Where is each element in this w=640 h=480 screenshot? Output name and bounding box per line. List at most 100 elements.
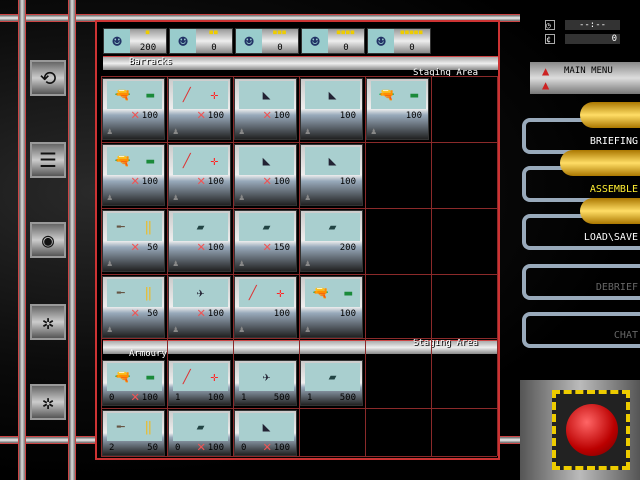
barracks-item-cell[interactable]: ╾‖50✕♟ bbox=[102, 210, 165, 272]
barracks-item-cell[interactable]: ▰150✕♟ bbox=[234, 210, 297, 272]
agent-slot[interactable]: ☻■■■0 bbox=[235, 28, 299, 54]
credits-icon: ¢ bbox=[545, 34, 555, 44]
item-picture: ◣ bbox=[305, 81, 360, 109]
unavailable-x-icon: ✕ bbox=[263, 173, 272, 189]
unavailable-x-icon: ✕ bbox=[131, 305, 140, 321]
agent-slot-icon: ♟ bbox=[239, 259, 245, 269]
grid-line bbox=[233, 76, 234, 456]
vehicle-icon: ◣ bbox=[262, 153, 271, 169]
grid-line bbox=[431, 76, 432, 456]
item-picture: ▰ bbox=[305, 213, 360, 241]
barracks-item-cell[interactable]: ✈100✕♟ bbox=[168, 276, 231, 338]
tool-button-2[interactable]: ☰ bbox=[30, 142, 66, 178]
item-cost: 100 bbox=[207, 177, 224, 187]
menu-item-assemble[interactable]: ASSEMBLE bbox=[589, 184, 638, 195]
barracks-item-cell[interactable]: 🔫▬100✕♟ bbox=[102, 144, 165, 206]
tool-button-5[interactable]: ✲ bbox=[30, 384, 66, 420]
tool-button-3[interactable]: ◉ bbox=[30, 222, 66, 258]
clock-icon: ◷ bbox=[545, 20, 555, 30]
laser-icon: ╱ bbox=[182, 369, 191, 385]
vehicle-icon: ◣ bbox=[262, 419, 271, 435]
target-icon: ✛ bbox=[210, 369, 219, 385]
item-picture: ▰ bbox=[173, 413, 228, 441]
agent-slot[interactable]: ☻■■■■■0 bbox=[367, 28, 431, 54]
agent-slot[interactable]: ☻■200 bbox=[103, 28, 167, 54]
item-picture: ╾‖ bbox=[107, 413, 162, 441]
barracks-item-cell[interactable]: ╾‖50✕♟ bbox=[102, 276, 165, 338]
bullet-icon bbox=[580, 102, 640, 128]
barracks-item-cell[interactable]: 🔫▬100♟ bbox=[366, 78, 429, 140]
barracks-item-cell[interactable]: ▰100✕♟ bbox=[168, 210, 231, 272]
agent-slot[interactable]: ☻■■■■0 bbox=[301, 28, 365, 54]
menu-item-briefing[interactable]: BRIEFING bbox=[589, 136, 638, 147]
item-cost: 100 bbox=[207, 309, 224, 319]
equipment-panel: ☻■200☻■■0☻■■■0☻■■■■0☻■■■■■0 Barracks Sta… bbox=[95, 20, 500, 460]
barracks-item-cell[interactable]: ◣100♟ bbox=[300, 78, 363, 140]
up-arrow-icon-2: ▲ bbox=[542, 78, 550, 92]
item-cost: 100 bbox=[141, 393, 158, 403]
agent-slot-icon: ♟ bbox=[107, 325, 113, 335]
tool-button-4[interactable]: ✲ bbox=[30, 304, 66, 340]
agent-info: ■■■■■0 bbox=[394, 29, 430, 53]
item-cost: 100 bbox=[141, 177, 158, 187]
barracks-item-cell[interactable]: ◣100✕♟ bbox=[234, 144, 297, 206]
barracks-item-cell[interactable]: ╱✛100✕♟ bbox=[168, 78, 231, 140]
agent-slot-icon: ♟ bbox=[239, 127, 245, 137]
agent-slot-icon: ♟ bbox=[107, 193, 113, 203]
barracks-item-cell[interactable]: ▰200♟ bbox=[300, 210, 363, 272]
item-cost: 100 bbox=[273, 309, 290, 319]
rank-stars: ■■■■ bbox=[336, 29, 356, 36]
armoury-header: Staging Area Armoury bbox=[103, 338, 498, 359]
item-picture: 🔫▬ bbox=[107, 81, 162, 109]
unavailable-x-icon: ✕ bbox=[131, 389, 140, 405]
grid-line bbox=[101, 274, 497, 275]
item-cost: 100 bbox=[339, 177, 356, 187]
agent-slot[interactable]: ☻■■0 bbox=[169, 28, 233, 54]
unavailable-x-icon: ✕ bbox=[197, 439, 206, 455]
grid-line bbox=[101, 76, 497, 77]
end-turn-panel bbox=[520, 380, 640, 480]
unavailable-x-icon: ✕ bbox=[197, 173, 206, 189]
left-rail bbox=[18, 0, 26, 480]
item-picture: ◣ bbox=[239, 413, 294, 441]
red-action-button[interactable] bbox=[566, 404, 618, 456]
barracks-item-cell[interactable]: 🔫▬100✕♟ bbox=[102, 78, 165, 140]
menu-item-loadsave[interactable]: LOAD\SAVE bbox=[583, 232, 638, 243]
item-picture: ╱✛ bbox=[239, 279, 294, 307]
tank-icon: ▰ bbox=[262, 219, 271, 235]
barracks-item-cell[interactable]: ◣100♟ bbox=[300, 144, 363, 206]
vehicle-icon: ◣ bbox=[262, 87, 271, 103]
gun-icon: 🔫 bbox=[378, 87, 395, 103]
barracks-item-cell[interactable]: ╱✛100✕♟ bbox=[168, 144, 231, 206]
item-picture: ◣ bbox=[305, 147, 360, 175]
barracks-item-cell[interactable]: 🔫▬100♟ bbox=[300, 276, 363, 338]
barracks-item-cell[interactable]: ◣100✕♟ bbox=[234, 78, 297, 140]
main-menu-button[interactable]: ▲ MAIN MENU ▲ bbox=[530, 62, 640, 94]
tank-icon: ▰ bbox=[328, 369, 337, 385]
rank-stars: ■■■ bbox=[273, 29, 287, 36]
item-cost: 50 bbox=[147, 309, 158, 319]
menu-item-debrief[interactable]: DEBRIEF bbox=[595, 282, 638, 293]
item-picture: ◣ bbox=[239, 147, 294, 175]
agent-slot-icon: ♟ bbox=[239, 193, 245, 203]
item-cost: 200 bbox=[339, 243, 356, 253]
spider-mod-alt-icon: ✲ bbox=[41, 390, 55, 414]
agent-value: 0 bbox=[409, 43, 415, 53]
ammo-icon: ‖ bbox=[144, 219, 153, 235]
menu-item-chat[interactable]: CHAT bbox=[613, 330, 638, 341]
barracks-item-cell[interactable]: ╱✛100♟ bbox=[234, 276, 297, 338]
laser-icon: ╱ bbox=[182, 87, 191, 103]
menu-pipe bbox=[522, 312, 640, 348]
tool-button-1[interactable]: ⟲ bbox=[30, 60, 66, 96]
drone-icon: ✈ bbox=[196, 285, 205, 301]
credits-readout: 0 bbox=[565, 34, 620, 44]
agent-value: 0 bbox=[277, 43, 283, 53]
ammo-icon: ‖ bbox=[144, 285, 153, 301]
